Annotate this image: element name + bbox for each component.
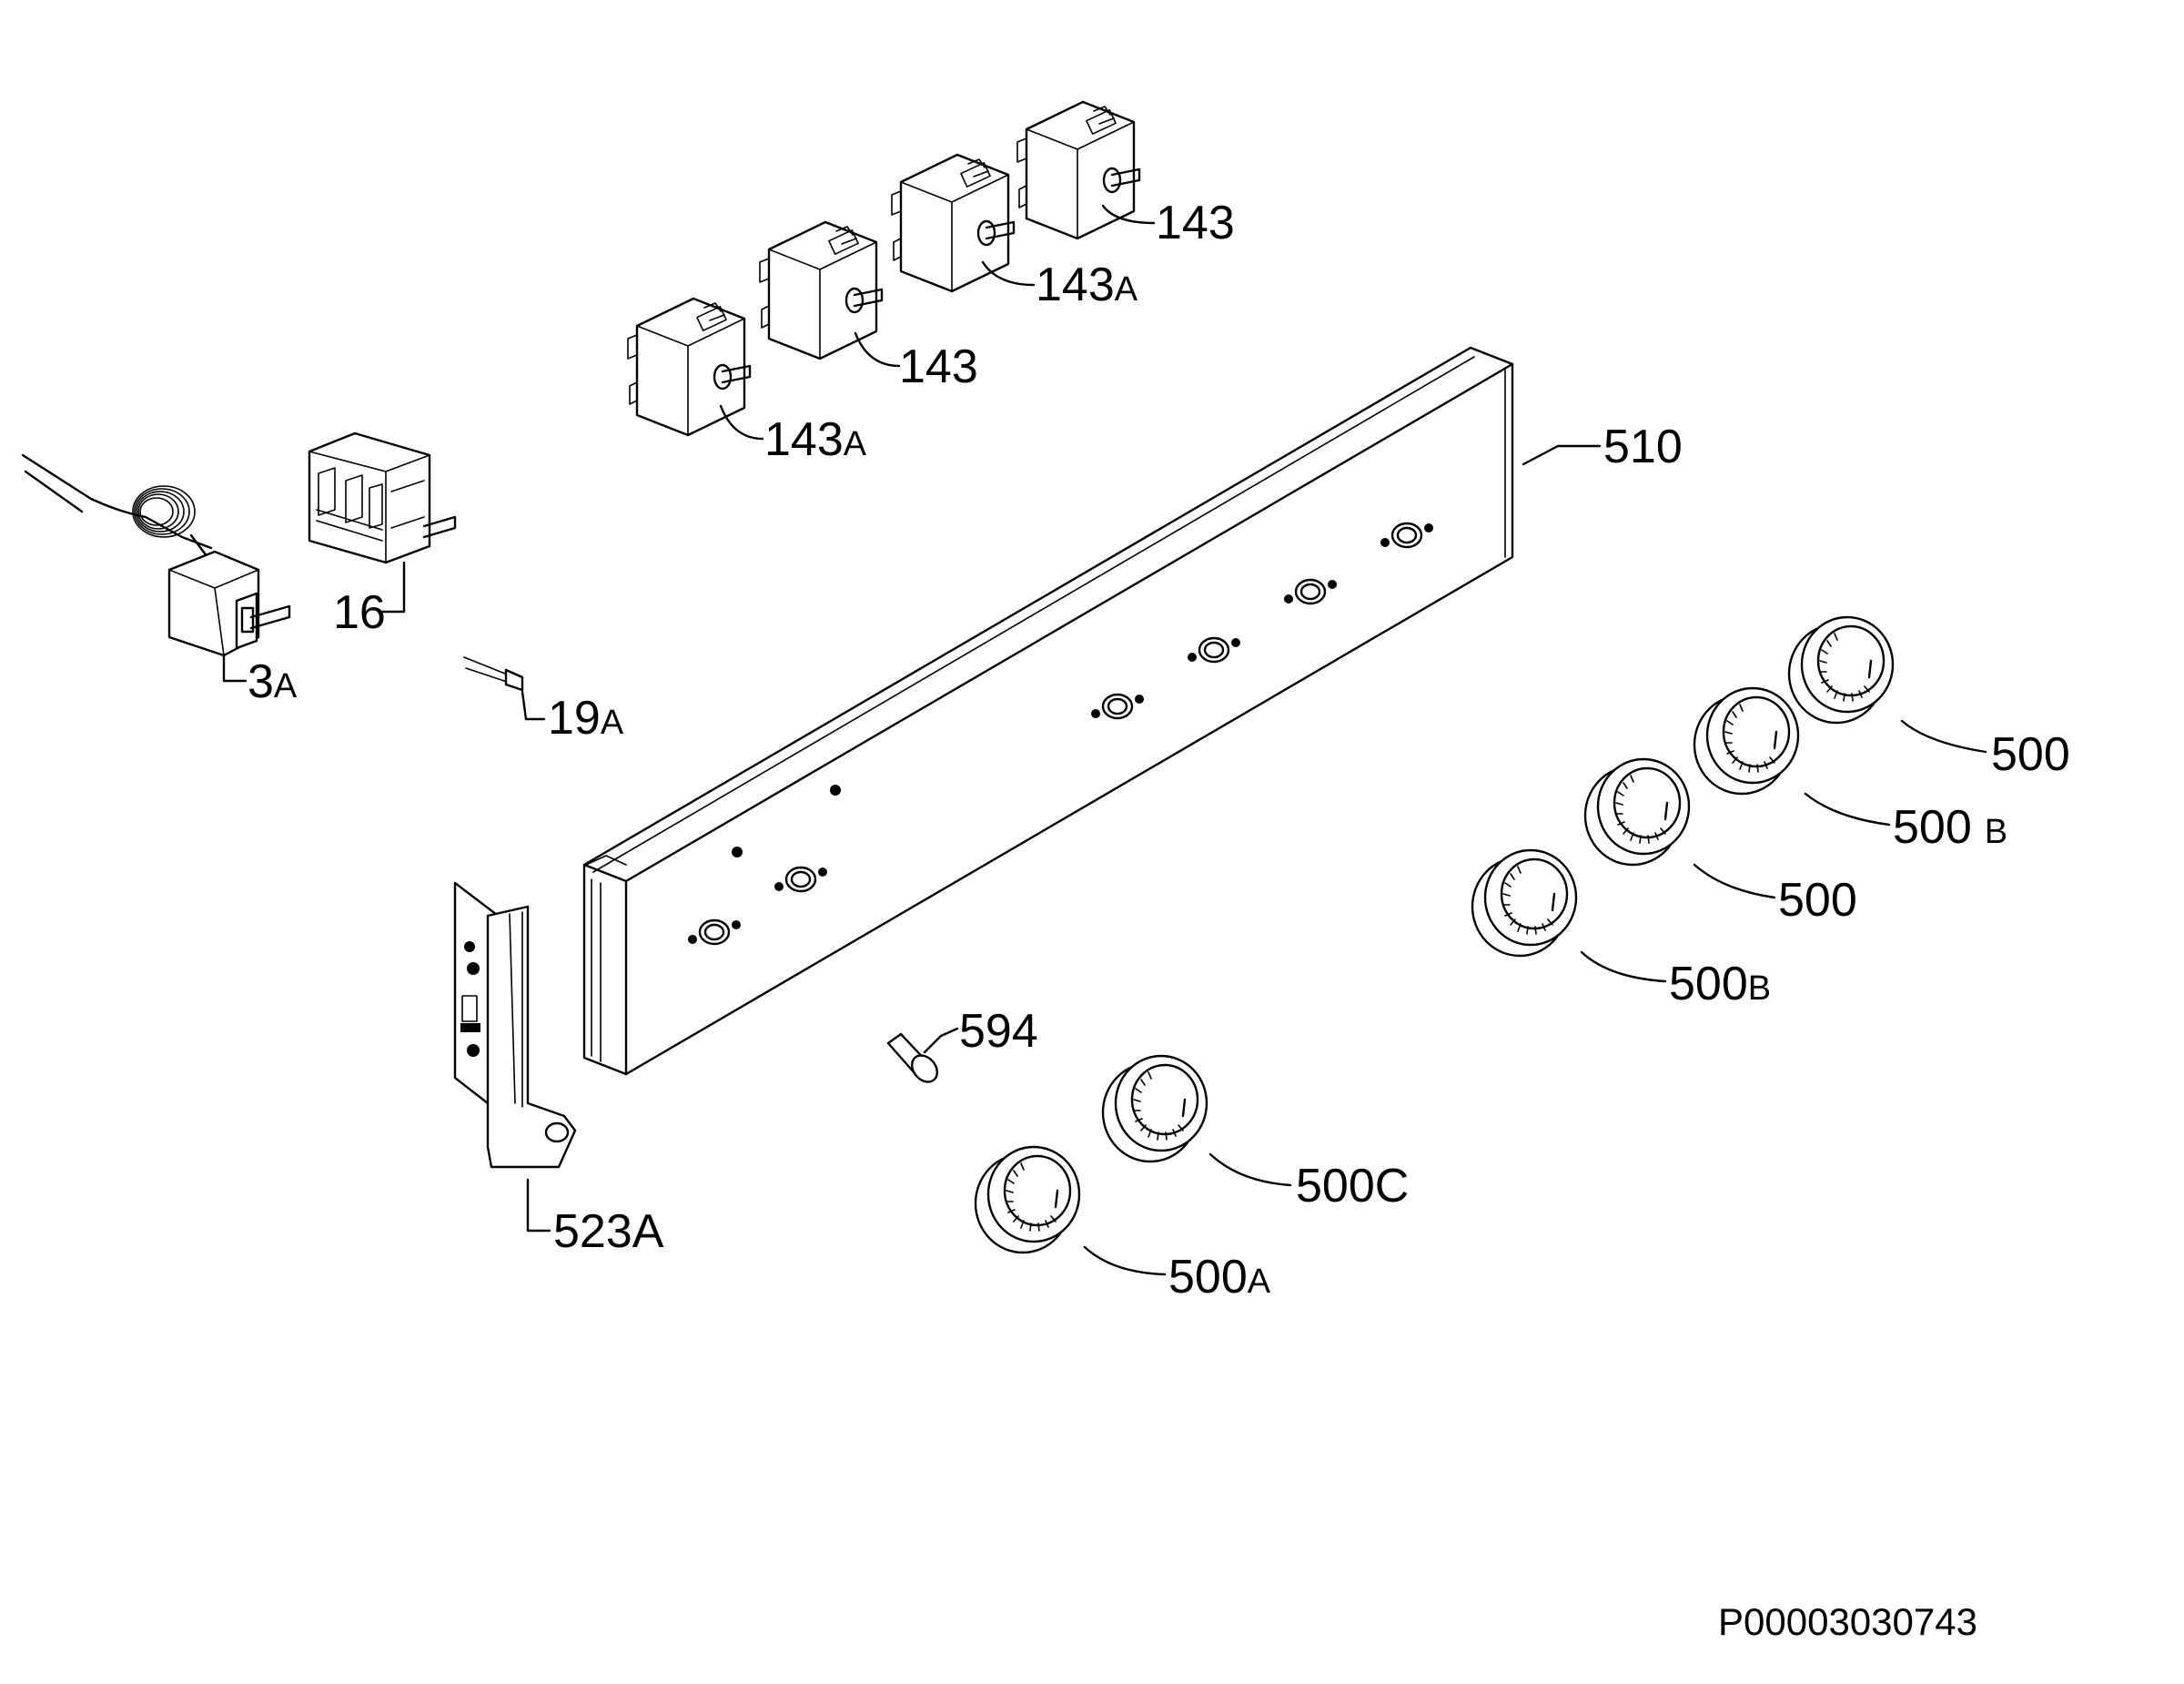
label-500c: 500C	[1296, 1160, 1409, 1212]
control-knob-icon	[974, 1129, 1167, 1276]
label-19a: 19A	[548, 692, 624, 745]
label-3a: 3A	[248, 655, 298, 708]
bracket-icon	[453, 881, 577, 1233]
switch-icon	[308, 431, 457, 614]
control-knob-icon	[1471, 832, 1667, 983]
label-500b-second: 500B	[1669, 958, 1771, 1010]
lamp-holder-icon	[463, 656, 546, 721]
label-143a-lower: 143A	[764, 413, 867, 466]
label-523a: 523A	[553, 1205, 664, 1258]
label-510: 510	[1603, 421, 1683, 473]
control-knob-icon	[1693, 670, 1891, 827]
label-500a: 500A	[1168, 1251, 1271, 1304]
label-143-mid: 143	[899, 340, 978, 393]
energy-regulator-icon	[758, 220, 901, 368]
energy-regulator-icon	[890, 153, 1036, 293]
energy-regulator-icon	[1016, 100, 1156, 240]
label-594: 594	[959, 1005, 1038, 1058]
label-16: 16	[333, 586, 386, 639]
label-500-second: 500	[1778, 874, 1857, 927]
pin-icon	[886, 1027, 959, 1083]
label-500-first: 500	[1991, 728, 2070, 781]
control-panel-icon	[582, 346, 1602, 1076]
label-143a-upper: 143A	[1036, 259, 1138, 311]
energy-regulator-icon	[626, 297, 764, 441]
control-knob-icon	[1101, 1038, 1292, 1187]
control-knob-icon	[1583, 741, 1776, 899]
thermostat-icon	[21, 453, 291, 683]
reference-code: P00003030743	[1718, 1600, 1977, 1643]
control-knob-icon	[1787, 599, 1987, 754]
label-143-top: 143	[1156, 197, 1235, 249]
